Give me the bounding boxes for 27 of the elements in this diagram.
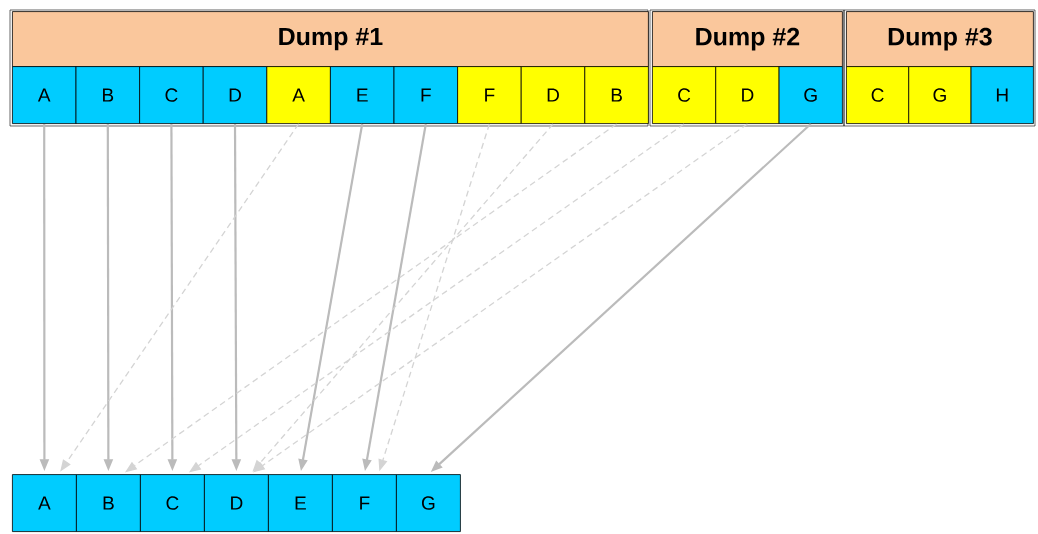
dump-header: Dump #2 [652, 11, 843, 67]
letter-cell: E [268, 474, 333, 532]
letter-cell: G [396, 474, 461, 532]
letter-cell: G [908, 66, 972, 124]
letter-cell: F [332, 474, 397, 532]
letter-cell: C [139, 66, 204, 124]
letter-cell: D [715, 66, 780, 124]
letter-cell: F [393, 66, 458, 124]
letter-cell: D [204, 474, 269, 532]
arrow [252, 123, 554, 472]
letter-cell: D [520, 66, 586, 124]
dump-header: Dump #3 [846, 11, 1034, 67]
letter-cell: A [12, 66, 77, 124]
dump-header: Dump #1 [12, 11, 649, 67]
letter-cell: B [584, 66, 649, 124]
letter-cell: H [970, 66, 1034, 124]
letter-cell: B [75, 66, 140, 124]
letter-cell: E [330, 66, 395, 124]
letter-cell: C [652, 66, 717, 124]
letter-cell: C [140, 474, 205, 532]
letter-cell: A [12, 474, 77, 532]
letter-cell: A [266, 66, 331, 124]
letter-cell: C [846, 66, 910, 124]
letter-cell: G [778, 66, 843, 124]
letter-cell: B [76, 474, 141, 532]
letter-cell: F [457, 66, 522, 124]
letter-cell: D [202, 66, 268, 124]
